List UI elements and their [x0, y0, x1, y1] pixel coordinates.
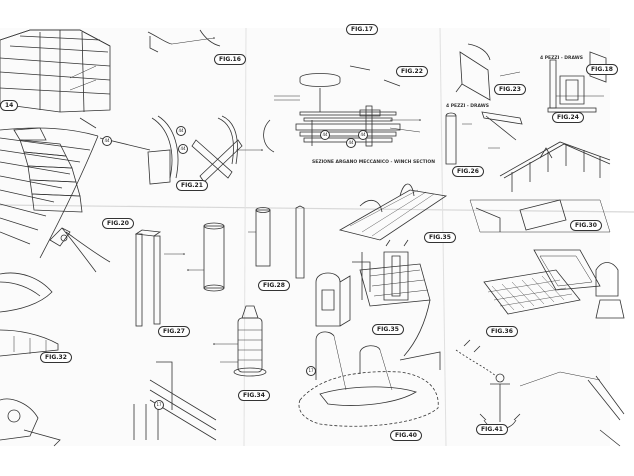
figure-label-36: FIG.36: [486, 326, 518, 337]
figure-label-20: FIG.20: [102, 218, 134, 229]
part-number-bubble: 44: [320, 130, 330, 140]
figure-label-27: FIG.27: [158, 326, 190, 337]
figure-label-32: FIG.32: [40, 352, 72, 363]
part-number-bubble: 17: [154, 400, 164, 410]
part-number-bubble: 44: [346, 138, 356, 148]
winch-section-caption: SEZIONE ARGANO MECCANICO - WINCH SECTION: [312, 160, 435, 165]
figure-label-24: FIG.24: [552, 112, 584, 123]
part-number-bubble: 44: [178, 144, 188, 154]
figure-label-23: FIG.23: [494, 84, 526, 95]
figure-label-21: FIG.21: [176, 180, 208, 191]
figure-label-16: FIG.16: [214, 54, 246, 65]
figure-label-28: FIG.28: [258, 280, 290, 291]
parts-drawing-caption-a: 4 PEZZI - DRAWS: [540, 56, 583, 61]
figure-label-18: FIG.18: [586, 64, 618, 75]
part-number-bubble: 17: [306, 366, 316, 376]
figure-label-41: FIG.41: [476, 424, 508, 435]
figure-label-14: 14: [0, 100, 19, 111]
figure-label-35-bottom: FIG.35: [372, 324, 404, 335]
figure-label-34: FIG.34: [238, 390, 270, 401]
figure-label-30: FIG.30: [570, 220, 602, 231]
part-number-bubble: 44: [176, 126, 186, 136]
figure-label-35-top: FIG.35: [424, 232, 456, 243]
parts-drawing-caption-b: 4 PEZZI - DRAWS: [446, 104, 489, 109]
figure-label-40: FIG.40: [390, 430, 422, 441]
part-number-bubble: 44: [102, 136, 112, 146]
part-number-bubble: 44: [358, 130, 368, 140]
figure-label-17: FIG.17: [346, 24, 378, 35]
figure-label-26: FIG.26: [452, 166, 484, 177]
figure-label-22: FIG.22: [396, 66, 428, 77]
